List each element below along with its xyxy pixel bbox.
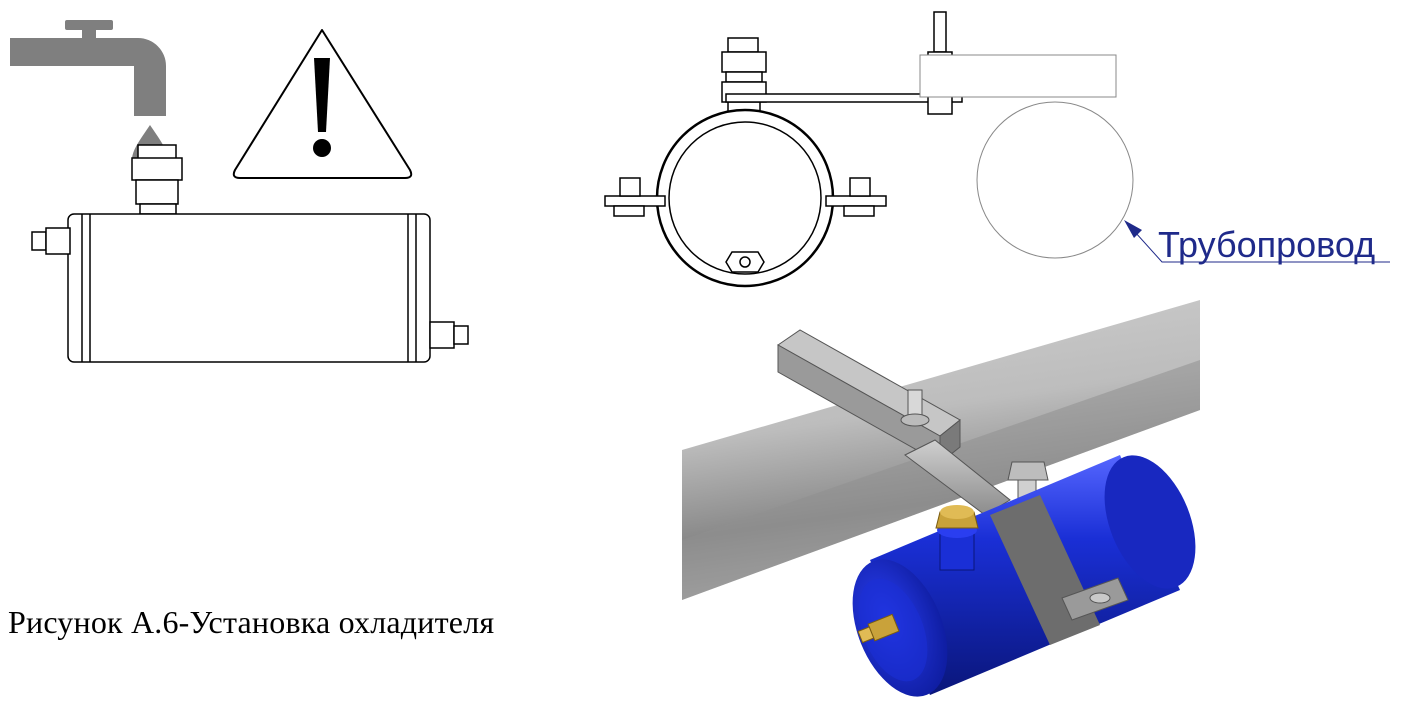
cooler-side-view	[31, 144, 469, 363]
figure-caption: Рисунок А.6-Установка охладителя	[8, 604, 495, 640]
installation-render	[682, 300, 1200, 697]
pipe-label: Трубопровод	[1158, 224, 1376, 265]
faucet-icon	[10, 20, 166, 116]
clamp-drawing	[604, 11, 1134, 288]
warning-triangle-icon	[232, 29, 413, 179]
pipe-leader	[1124, 220, 1390, 263]
